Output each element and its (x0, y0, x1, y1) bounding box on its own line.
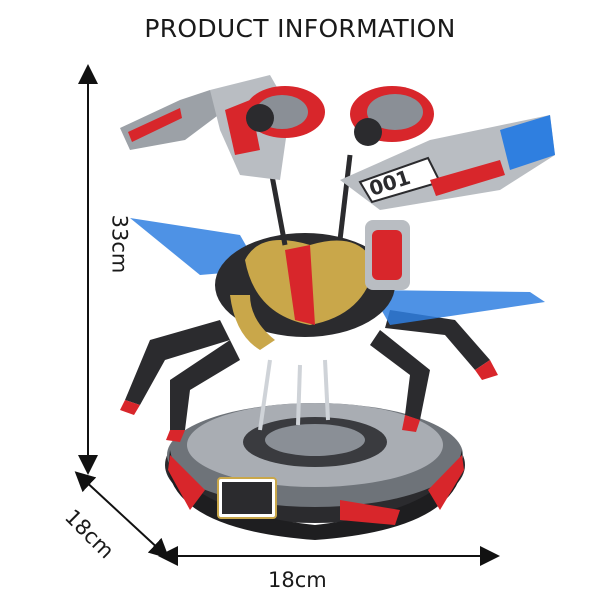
depth-arrow (74, 471, 170, 559)
page-title: PRODUCT INFORMATION (144, 14, 456, 43)
beetle-robot-image: 001 (120, 75, 555, 540)
width-label: 18cm (268, 568, 327, 592)
